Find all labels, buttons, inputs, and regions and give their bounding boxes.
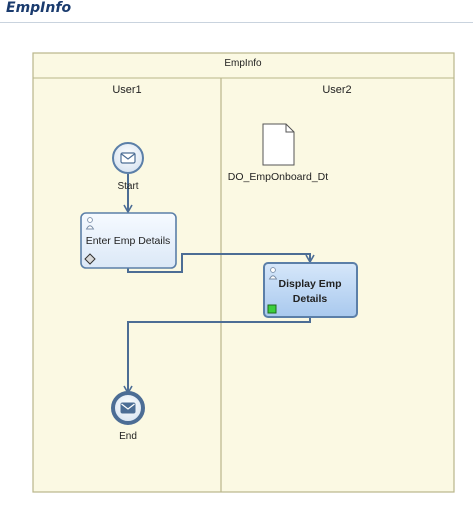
lane-user1[interactable]: User1	[112, 84, 141, 96]
data-object[interactable]: DO_EmpOnboard_Dt	[228, 123, 328, 183]
page-title: EmpInfo	[6, 0, 72, 16]
flow-display-to-end[interactable]	[123, 318, 311, 395]
diamond-marker-icon	[84, 253, 96, 265]
title-divider	[0, 22, 473, 23]
end-event-label: End	[119, 431, 137, 442]
task-enter-emp-details[interactable]: Enter Emp Details	[80, 212, 177, 269]
user-icon	[268, 267, 278, 280]
pool[interactable]: EmpInfo	[32, 52, 455, 493]
task-display-emp-details-label-line2: Details	[293, 293, 328, 305]
envelope-icon	[120, 152, 136, 164]
lane-user1-label: User1	[112, 84, 141, 96]
task-enter-emp-details-label: Enter Emp Details	[86, 235, 171, 247]
start-event-label: Start	[117, 181, 138, 192]
start-event[interactable]: Start	[112, 142, 144, 192]
task-display-emp-details[interactable]: Display Emp Details	[263, 262, 358, 318]
envelope-icon	[120, 402, 136, 414]
data-object-label: DO_EmpOnboard_Dt	[228, 171, 328, 183]
document-icon	[262, 123, 295, 166]
flow-enter-to-display[interactable]	[127, 253, 315, 273]
user-icon	[85, 217, 95, 230]
task-display-emp-details-label-line1: Display Emp	[278, 278, 341, 290]
lane-user2-label: User2	[322, 84, 351, 96]
end-event[interactable]: End	[111, 391, 145, 442]
sequence-flows	[123, 174, 315, 395]
lane-user2[interactable]: User2	[322, 84, 351, 96]
selection-handle[interactable]	[267, 304, 277, 314]
pool-title: EmpInfo	[224, 58, 262, 69]
